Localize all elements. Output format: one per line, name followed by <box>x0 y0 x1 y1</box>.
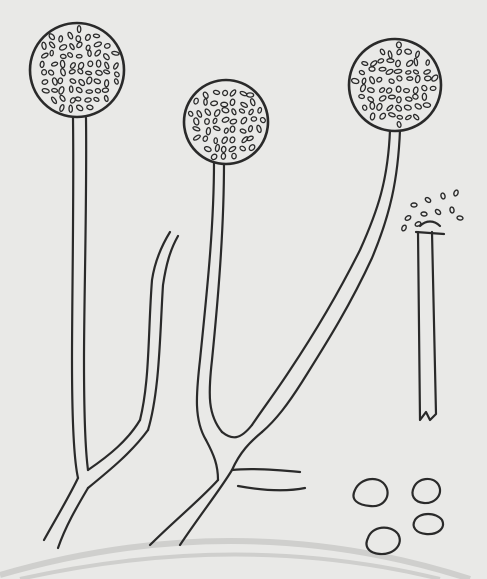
fungus-illustration <box>0 0 487 579</box>
mucor-sketch <box>0 0 487 579</box>
